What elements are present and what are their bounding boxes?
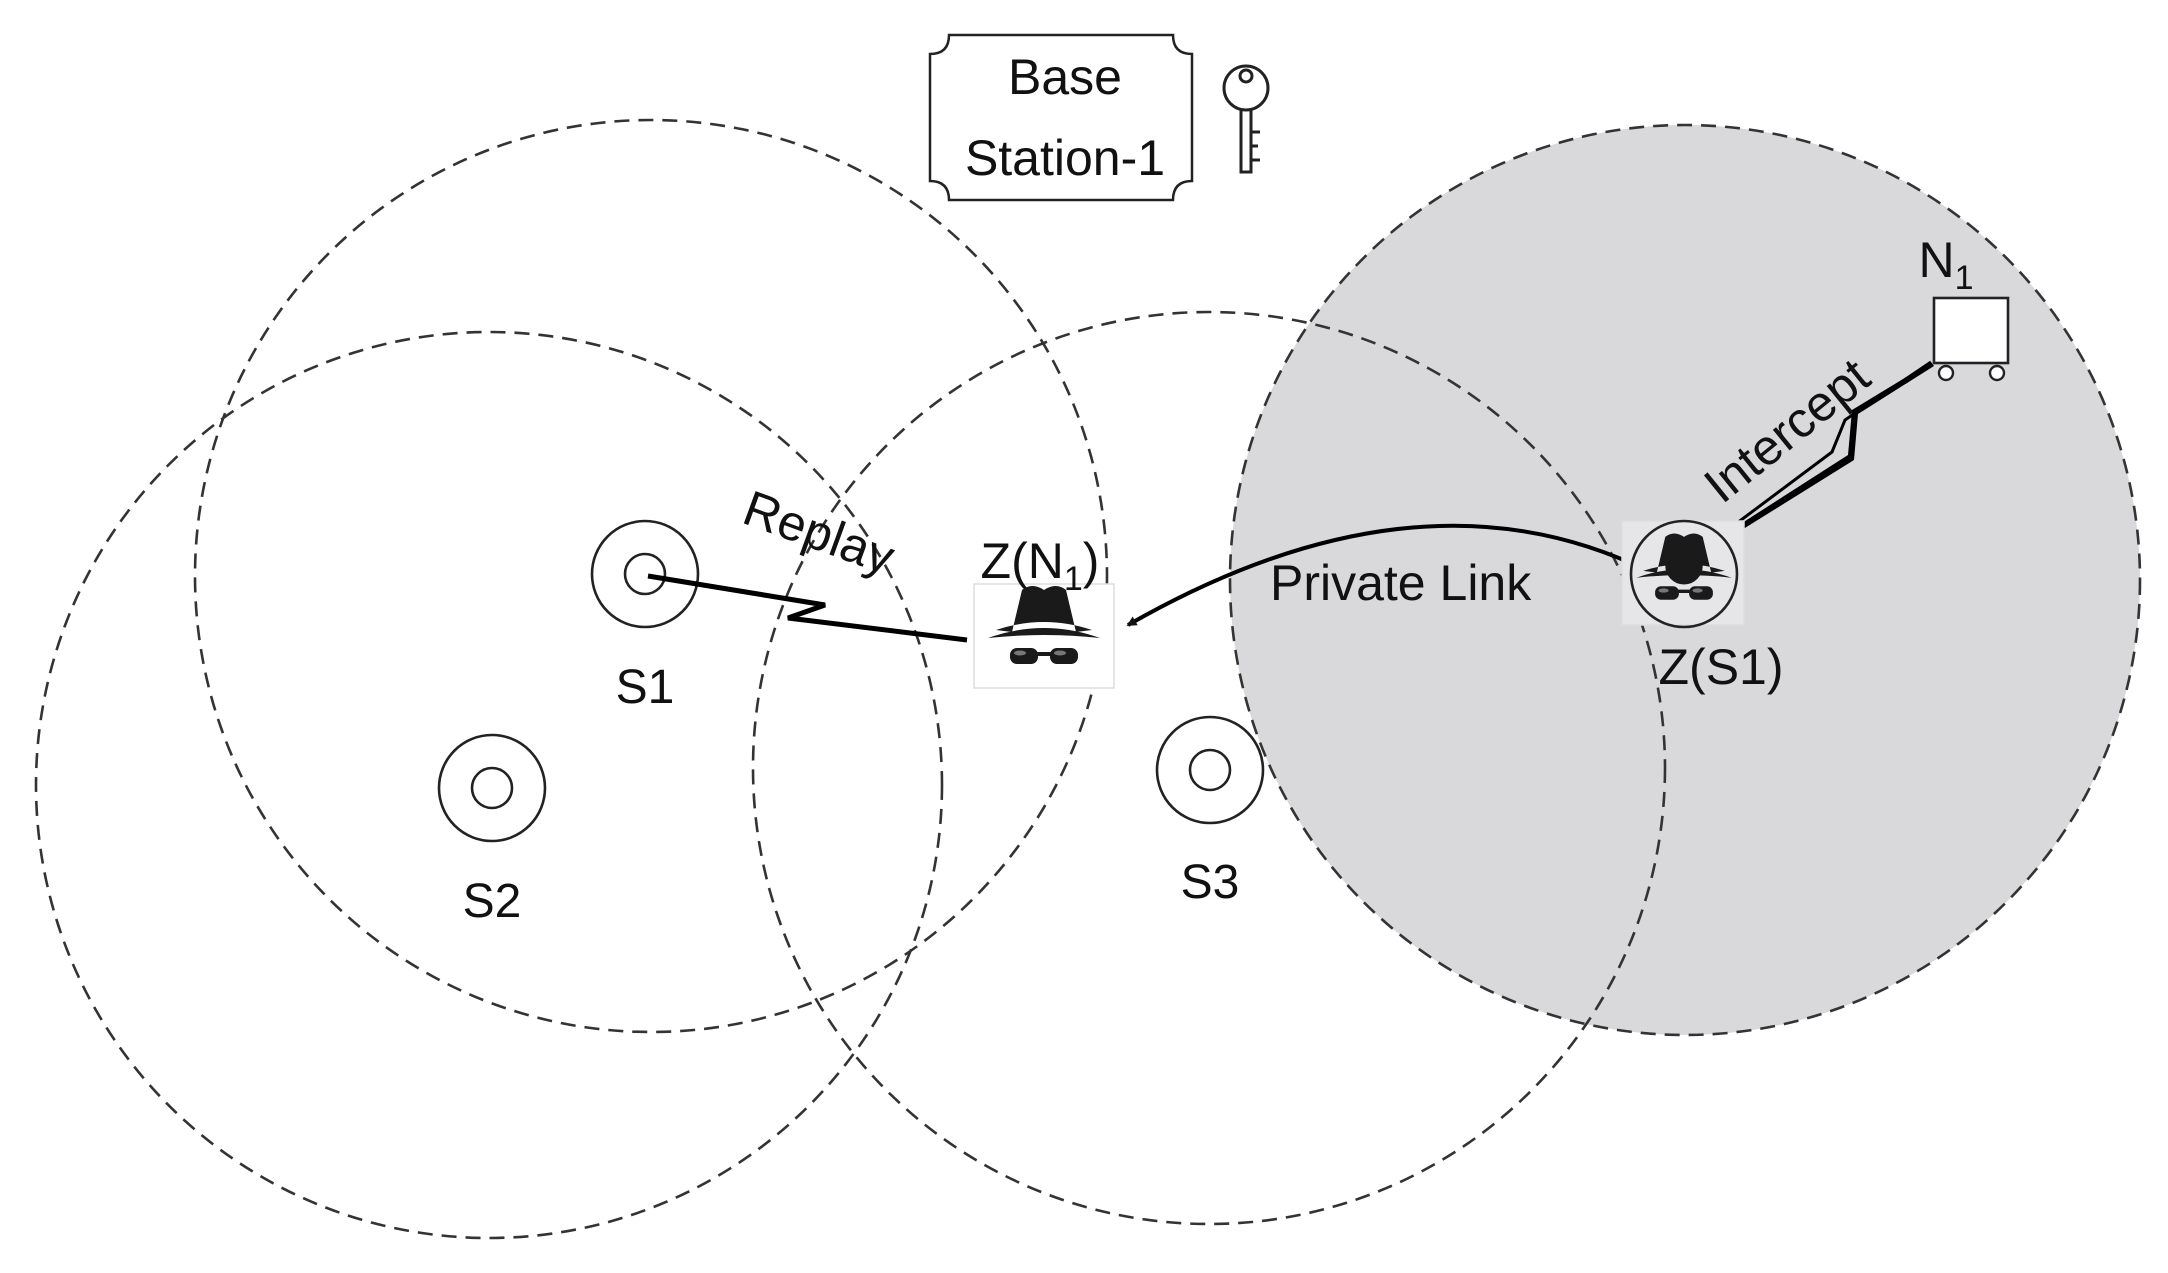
sensor-s2: S2 (437, 733, 547, 928)
attacker-zs1: Z(S1) (1621, 519, 1784, 695)
attacker-zs1-label: Z(S1) (1659, 639, 1784, 695)
base-station-box (928, 33, 1194, 202)
attacker-zn1-label-main: Z(N (981, 533, 1064, 589)
private-link: Private Link (1126, 523, 1651, 627)
attacker-zn1-label: Z(N1) (981, 533, 1100, 598)
cart-icon (1932, 296, 2010, 382)
sensor-s3-label: S3 (1181, 856, 1240, 909)
node-n1: N1 (1918, 232, 2010, 382)
coverage-circle-s2 (34, 330, 944, 1240)
node-n1-label-main: N (1918, 232, 1954, 288)
coverage-circle-s1 (193, 118, 1109, 1034)
node-n1-label: N1 (1918, 232, 1973, 297)
coverage-circle-s3 (751, 310, 1667, 1226)
key-icon (1222, 64, 1270, 174)
node-n1-label-sub: 1 (1955, 259, 1974, 297)
spy-icon (1636, 533, 1732, 600)
attacker-zs1-ring (1629, 519, 1739, 629)
attacker-zn1: Z(N1) (973, 533, 1115, 689)
base-station: Base Station-1 (928, 33, 1270, 202)
private-link-label: Private Link (1270, 555, 1532, 611)
replay-label: Replay (736, 480, 901, 586)
base-station-line2: Station-1 (965, 130, 1165, 186)
sensor-s1: S1 (590, 519, 700, 714)
attacker-zn1-label-end: ) (1083, 533, 1100, 589)
attacker-zn1-label-sub: 1 (1064, 560, 1083, 598)
sensor-s1-label: S1 (616, 661, 675, 714)
sensor-s3: S3 (1155, 715, 1265, 909)
sensor-s2-label: S2 (463, 875, 522, 928)
base-station-line1: Base (1008, 49, 1122, 105)
